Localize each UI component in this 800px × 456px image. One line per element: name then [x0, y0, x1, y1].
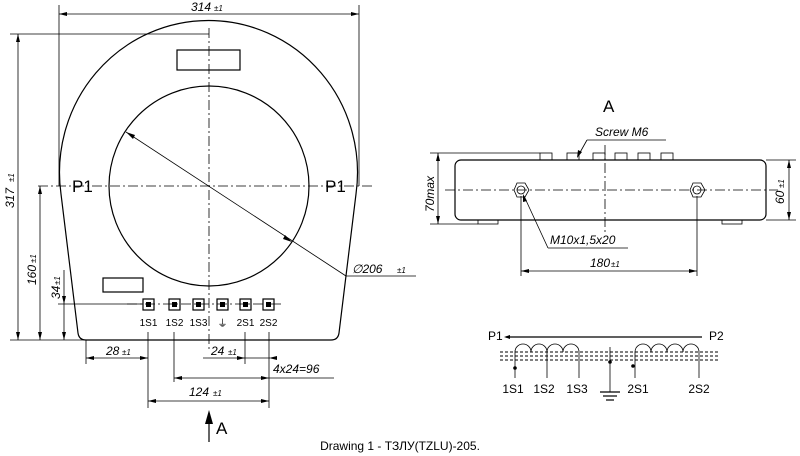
pitch-formula: 4x24=96: [273, 362, 320, 376]
side-height-tol: ±1: [777, 179, 786, 188]
side-view-title: A: [603, 97, 615, 116]
terminal-1s2: 1S2: [166, 298, 184, 329]
terminal-height-tol: ±1: [53, 276, 62, 285]
foot-left: [477, 219, 499, 225]
diameter-leader: [125, 131, 347, 277]
width-tol: ±1: [214, 4, 223, 13]
terminal-label-1s2: 1S2: [166, 318, 184, 329]
pitch-tol: ±1: [228, 348, 237, 357]
diameter-dim: ∅206: [352, 262, 383, 276]
diameter-arrow-upper: [126, 132, 135, 139]
secondary-winding-2: [634, 343, 700, 353]
terminal-label-1s1: 1S1: [140, 318, 158, 329]
height-dim: 317: [3, 187, 17, 208]
front-view: P1 P1 ∅206 ±1 1S1 1S2 1S3: [3, 0, 416, 442]
diameter-tol: ±1: [397, 266, 406, 275]
schematic-terminal-2s2: 2S2: [688, 382, 710, 396]
drawing-caption: Drawing 1 - ТЗЛУ(TZLU)-205.: [320, 439, 480, 453]
primary-left-label: P1: [72, 177, 93, 196]
schematic-terminal-1s1: 1S1: [502, 382, 524, 396]
terminal-span-tol: ±1: [213, 389, 222, 398]
terminal-height-dim: 34: [49, 285, 63, 299]
terminal-span-dim: 124: [189, 385, 209, 399]
terminal-2s1: 2S1: [237, 298, 255, 329]
terminal-block: 1S1 1S2 1S3 ⏚ 2S1: [140, 298, 278, 330]
side-view: A Screw M6: [423, 97, 796, 276]
hole-spacing-tol: ±1: [611, 260, 620, 269]
thread-label: M10x1,5x20: [550, 233, 616, 247]
foot-right: [721, 219, 743, 225]
pitch-dim: 24: [210, 344, 225, 358]
screw-label: Screw M6: [595, 125, 649, 139]
wiring-schematic: P1 P2 1S1 1S2 1S3 2S1 2S2: [488, 329, 724, 401]
height-tol: ±1: [7, 173, 16, 182]
edge-to-terminal-dim: 28: [105, 344, 120, 358]
thread-leader: [523, 195, 549, 249]
terminal-label-2s1: 2S1: [237, 318, 255, 329]
ground-icon: ⏚: [218, 318, 228, 330]
side-height-dim: 60: [773, 190, 787, 204]
terminal-label-2s2: 2S2: [260, 318, 278, 329]
schematic-terminal-2s1: 2S1: [627, 382, 649, 396]
schematic-terminal-1s3: 1S3: [566, 382, 588, 396]
width-dim: 314: [191, 0, 211, 14]
terminal-1s3: 1S3: [190, 298, 208, 329]
diameter-arrow-lower: [283, 235, 292, 242]
edge-to-terminal-tol: ±1: [122, 348, 131, 357]
view-arrow-label: A: [216, 419, 228, 438]
primary-right-label: P1: [325, 177, 346, 196]
terminal-2s2: 2S2: [260, 298, 278, 329]
terminal-1s1: 1S1: [140, 298, 158, 329]
center-height-dim: 160: [25, 265, 39, 285]
mounting-hole-right: [689, 182, 706, 198]
terminal-studs: [539, 152, 674, 161]
terminal-label-1s3: 1S3: [190, 318, 208, 329]
side-nameplate: [102, 277, 144, 293]
schematic-terminal-1s2: 1S2: [533, 382, 555, 396]
schematic-primary-left: P1: [488, 329, 503, 343]
view-arrow-icon: [205, 410, 213, 424]
mounting-hole-left: [513, 182, 530, 198]
schematic-primary-right: P2: [709, 329, 724, 343]
terminal-ground: ⏚: [216, 298, 229, 330]
top-nameplate: [176, 49, 241, 71]
hole-spacing-dim: 180: [590, 256, 610, 270]
center-height-tol: ±1: [29, 254, 38, 263]
max-height-dim: 70max: [423, 175, 437, 212]
housing-outline: [58, 19, 359, 341]
ground-icon: [600, 347, 620, 401]
secondary-winding-1: [514, 343, 580, 353]
